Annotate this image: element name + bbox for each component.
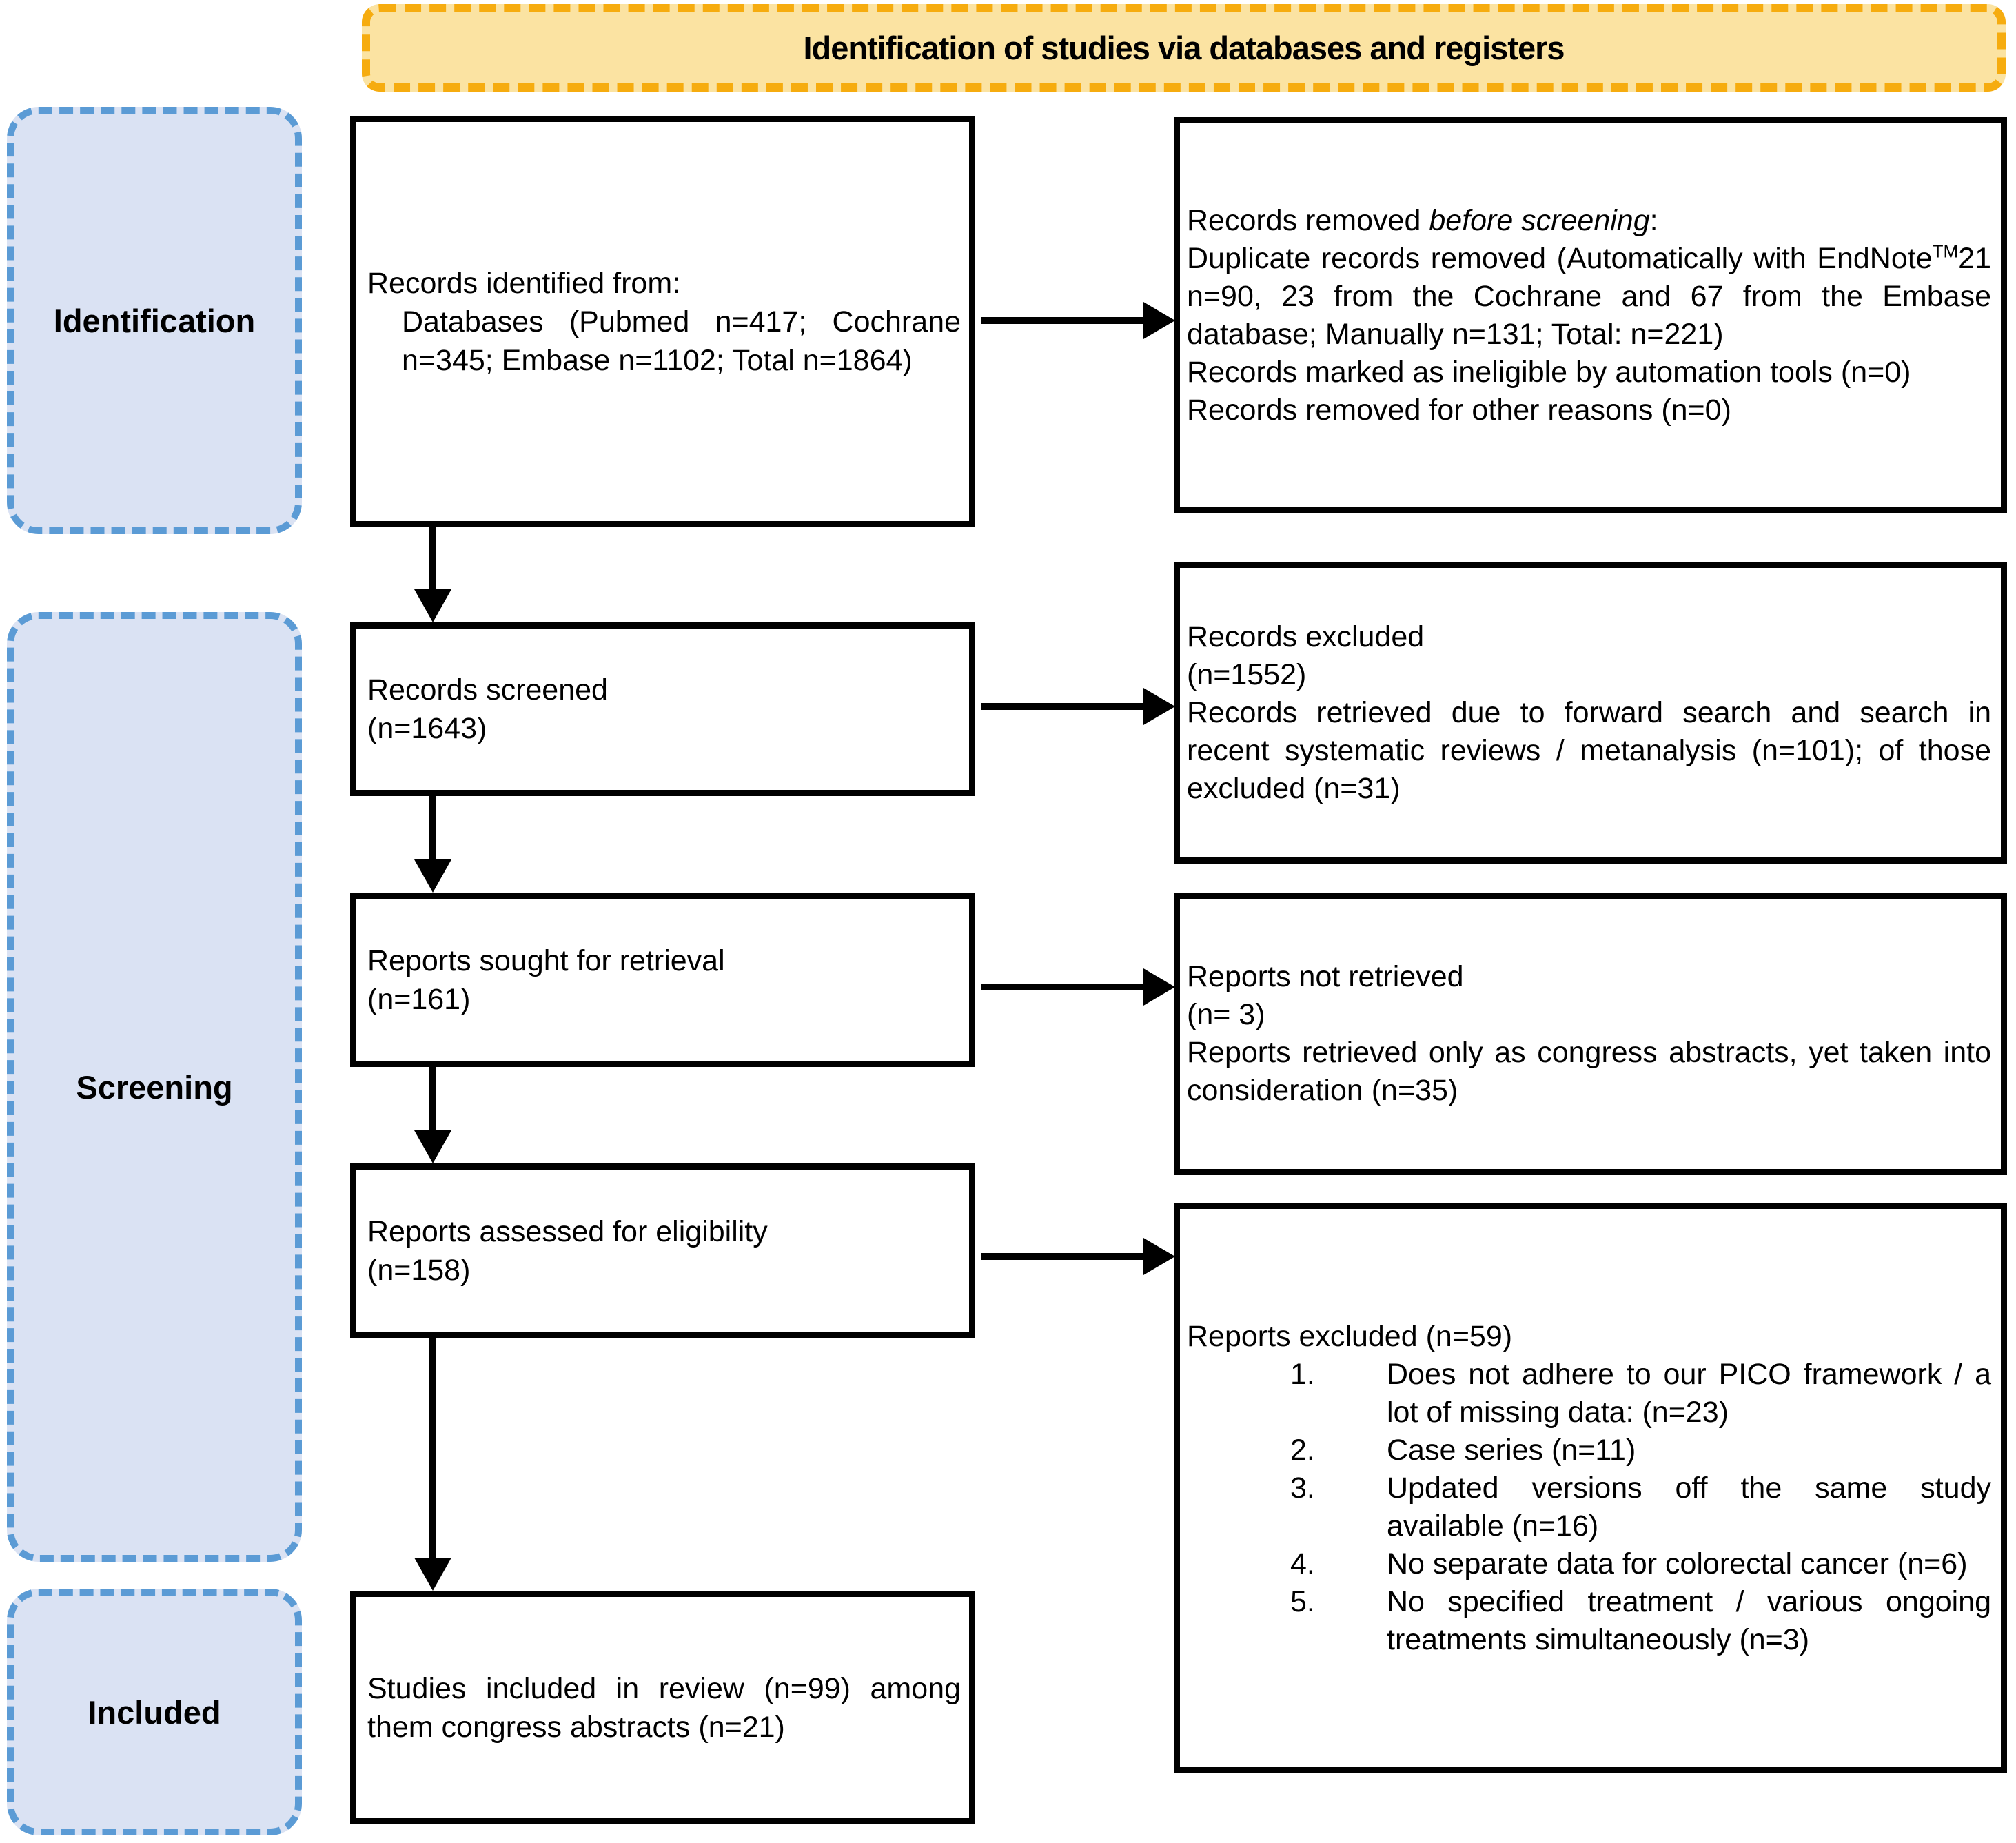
box-reports-excluded: Reports excluded (n=59) 1. Does not adhe… [1174,1203,2007,1773]
removed-heading-prefix: Records removed [1187,203,1429,237]
removed-other-reasons: Records removed for other reasons (n=0) [1187,393,1731,427]
arrow-right-head-icon [1143,302,1175,339]
removed-automation: Records marked as ineligible by automati… [1187,355,1911,389]
item-number: 1. [1290,1357,1315,1391]
box-reports-not-retrieved: Reports not retrieved (n= 3) Reports ret… [1174,893,2007,1175]
banner-identification-via-databases: Identification of studies via databases … [362,4,2006,92]
arrow-assessed-to-included [429,1338,436,1559]
arrow-screened-to-sought [429,796,436,862]
box-records-screened: Records screened (n=1643) [350,622,975,796]
item-number: 4. [1290,1547,1315,1580]
exclusion-reason-item: 5. No specified treatment / various ongo… [1187,1583,1991,1659]
box-records-excluded: Records excluded (n=1552) Records retrie… [1174,562,2007,864]
reports-sought-line1: Reports sought for retrieval [367,944,725,977]
removed-duplicates-prefix: Duplicate records removed (Automatically… [1187,241,1933,275]
records-screened-line2: (n=1643) [367,712,487,745]
item-number: 3. [1290,1471,1315,1505]
records-excluded-line2: (n=1552) [1187,658,1307,691]
box-studies-included: Studies included in review (n=99) among … [350,1591,975,1824]
tm-superscript: TM [1932,241,1959,262]
removed-heading-italic: before screening [1429,203,1650,237]
reports-sought-line2: (n=161) [367,982,471,1016]
arrow-identified-to-removed [981,317,1146,324]
removed-duplicates-suffix: 21 n=90, 23 from the Cochrane and 67 fro… [1187,241,1991,351]
not-retrieved-para: Reports retrieved only as congress abstr… [1187,1036,1991,1107]
records-screened-line1: Records screened [367,673,608,706]
arrow-screened-to-excluded [981,703,1146,710]
records-identified-line1: Records identified from: [367,266,681,300]
arrow-down-head-icon [414,859,451,893]
stage-identification: Identification [7,107,302,534]
arrow-identified-to-screened [429,527,436,593]
arrow-right-head-icon [1143,688,1175,725]
box-reports-sought: Reports sought for retrieval (n=161) [350,893,975,1067]
reports-assessed-line1: Reports assessed for eligibility [367,1215,768,1248]
item-text: Case series (n=11) [1387,1433,1636,1467]
reports-excluded-title: Reports excluded (n=59) [1187,1319,1513,1353]
removed-heading: Records removed before screening: [1187,202,1991,240]
stage-included: Included [7,1589,302,1835]
records-identified-line2: Databases (Pubmed n=417; Cochrane n=345;… [402,305,961,377]
stage-screening: Screening [7,612,302,1562]
item-text: Updated versions off the same study avai… [1387,1471,1991,1542]
studies-included-text: Studies included in review (n=99) among … [367,1671,961,1744]
records-excluded-para: Records retrieved due to forward search … [1187,695,1991,805]
item-number: 2. [1290,1433,1315,1467]
arrow-down-head-icon [414,1558,451,1591]
item-text: Does not adhere to our PICO framework / … [1387,1357,1991,1429]
removed-heading-suffix: : [1649,203,1658,237]
arrow-right-head-icon [1143,1238,1175,1275]
banner-title: Identification of studies via databases … [803,30,1565,66]
stage-screening-label: Screening [76,1068,233,1106]
item-text: No specified treatment / various ongoing… [1387,1585,1991,1656]
arrow-down-head-icon [414,589,451,622]
records-excluded-line1: Records excluded [1187,620,1425,653]
exclusion-reason-item: 3. Updated versions off the same study a… [1187,1469,1991,1545]
box-reports-assessed: Reports assessed for eligibility (n=158) [350,1163,975,1338]
reports-assessed-line2: (n=158) [367,1254,471,1287]
arrow-down-head-icon [414,1130,451,1163]
arrow-assessed-to-reports-excluded [981,1253,1146,1260]
arrow-sought-to-not-retrieved [981,984,1146,990]
box-records-removed-before-screening: Records removed before screening: Duplic… [1174,117,2007,513]
not-retrieved-line2: (n= 3) [1187,998,1265,1031]
arrow-right-head-icon [1143,968,1175,1006]
arrow-sought-to-assessed [429,1067,436,1132]
exclusion-reason-item: 1. Does not adhere to our PICO framework… [1187,1356,1991,1432]
exclusion-reason-item: 4. No separate data for colorectal cance… [1187,1545,1991,1583]
exclusion-reason-item: 2. Case series (n=11) [1187,1432,1991,1469]
box-records-identified: Records identified from: Databases (Pubm… [350,116,975,527]
item-text: No separate data for colorectal cancer (… [1387,1547,1968,1580]
removed-duplicates: Duplicate records removed (Automatically… [1187,240,1991,354]
not-retrieved-line1: Reports not retrieved [1187,960,1464,993]
item-number: 5. [1290,1585,1315,1618]
stage-included-label: Included [88,1693,221,1731]
stage-identification-label: Identification [53,302,256,339]
